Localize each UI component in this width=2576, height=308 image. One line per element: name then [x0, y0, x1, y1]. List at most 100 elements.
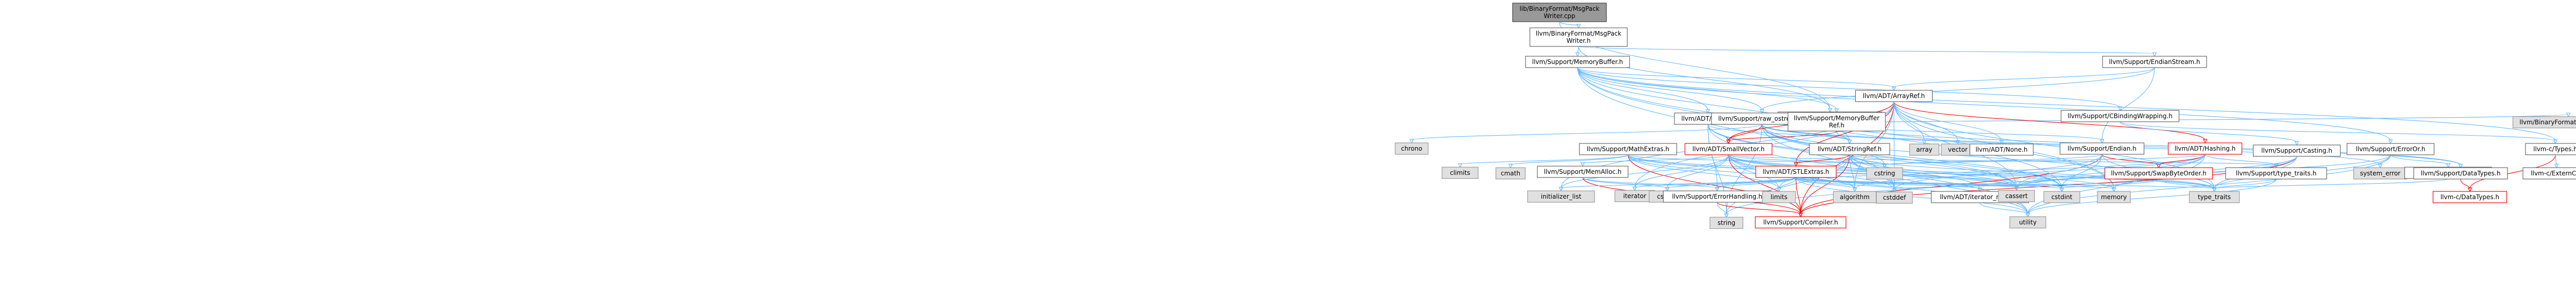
edge-arrowhead	[1705, 109, 1710, 114]
node-label: cstddef	[1883, 194, 1906, 201]
graph-node-algorithm[interactable]: algorithm	[1833, 191, 1877, 203]
edge	[1893, 101, 1960, 145]
graph-node-mathextras[interactable]: llvm/Support/MathExtras.h	[1579, 143, 1677, 155]
edge-errorhandling-to-string	[1717, 202, 1727, 215]
node-label: llvm-c/Types.h	[2533, 145, 2576, 153]
graph-node-typetraits[interactable]: type_traits	[2189, 191, 2240, 203]
edge	[1882, 154, 2206, 169]
graph-node-cassert[interactable]: cassert	[1998, 190, 2035, 202]
edge-typetraitsllvm-to-utility	[2027, 179, 2277, 215]
node-box	[2525, 143, 2576, 155]
edge-arrowhead	[1827, 108, 1833, 113]
graph-node-array[interactable]: array	[1909, 143, 1940, 156]
graph-node-typetraitsllvm[interactable]: llvm/Support/type_traits.h	[2225, 167, 2327, 180]
edge-twine-to-stringref	[1707, 124, 1850, 141]
edge-mathextras-to-cmath	[1510, 154, 1629, 166]
edge	[1795, 177, 1857, 192]
graph-node-vector[interactable]: vector	[1941, 143, 1975, 156]
edge-root-to-mpwriter	[1559, 21, 1579, 26]
edge-twine-to-cstdint	[1707, 124, 2062, 189]
graph-node-climits[interactable]: climits	[1442, 167, 1479, 179]
graph-node-iterator[interactable]: iterator	[1614, 190, 1655, 202]
graph-node-utility[interactable]: utility	[2009, 216, 2046, 229]
graph-node-cdatatypes[interactable]: llvm-c/DataTypes.h	[2432, 191, 2507, 203]
graph-node-memory[interactable]: memory	[2097, 191, 2131, 203]
edge-arrowhead	[1852, 187, 1857, 192]
edge	[1409, 124, 1762, 144]
edge-stlextras-to-initlist	[1561, 177, 1797, 189]
edge-arrowhead	[1891, 86, 1896, 91]
graph-node-arrayref[interactable]: llvm/ADT/ArrayRef.h	[1855, 90, 1933, 102]
node-label: llvm-c/ExternC.h	[2531, 170, 2576, 177]
graph-node-memalloc[interactable]: llvm/Support/MemAlloc.h	[1537, 166, 1629, 178]
edge-smallvector-to-initlist	[1561, 154, 1729, 189]
node-label: cassert	[2005, 192, 2028, 200]
graph-node-compiler[interactable]: llvm/Support/Compiler.h	[1755, 216, 1846, 229]
edge-mpwriter-to-msgpack	[1578, 46, 1831, 110]
graph-node-cextern[interactable]: llvm-c/ExternC.h	[2522, 167, 2576, 180]
node-label: algorithm	[1840, 193, 1870, 201]
graph-node-limits[interactable]: limits	[1762, 191, 1796, 203]
graph-node-stringref[interactable]: llvm/ADT/StringRef.h	[1809, 143, 1890, 155]
node-box	[2432, 191, 2507, 203]
graph-node-stlextras[interactable]: llvm/ADT/STLExtras.h	[1755, 166, 1837, 178]
graph-node-memorybuffer[interactable]: llvm/Support/MemoryBuffer.h	[1525, 56, 1630, 68]
edge-arrowhead	[2117, 106, 2123, 111]
graph-node-chrono[interactable]: chrono	[1395, 142, 1429, 155]
graph-node-systemerror[interactable]: system_error	[2353, 167, 2408, 180]
edge	[1717, 202, 1729, 218]
graph-node-cmath[interactable]: cmath	[1495, 167, 1526, 180]
graph-node-swapbyteorder[interactable]: llvm/Support/SwapByteOrder.h	[2104, 167, 2213, 180]
edge-smallvector-to-memory	[1728, 154, 2114, 189]
node-label: Writer.h	[1567, 37, 1591, 44]
graph-node-hashing[interactable]: llvm/ADT/Hashing.h	[2167, 142, 2243, 155]
edge	[2554, 154, 2559, 169]
edge-stringref-to-compiler	[1800, 154, 1850, 215]
graph-node-cstddef[interactable]: cstddef	[1876, 191, 1913, 204]
graph-node-none[interactable]: llvm/ADT/None.h	[1969, 143, 2034, 156]
edge-ctypes-to-cextern	[2555, 154, 2557, 166]
edge-arrowhead	[2274, 164, 2279, 169]
graph-node-initlist[interactable]: initializer_list	[1527, 190, 1595, 203]
edge-arrowhead	[2566, 112, 2571, 118]
edge-datatypes-to-cdatatypes	[2460, 179, 2470, 189]
node-box	[1525, 56, 1630, 68]
node-box	[1998, 190, 2035, 202]
graph-node-errorhandling[interactable]: llvm/Support/ErrorHandling.h	[1663, 190, 1772, 203]
graph-node-endian[interactable]: llvm/Support/Endian.h	[2059, 142, 2145, 155]
graph-node-cbinding[interactable]: llvm/Support/CBindingWrapping.h	[2060, 110, 2180, 122]
node-box	[2167, 142, 2243, 155]
graph-node-datatypes[interactable]: llvm/Support/DataTypes.h	[2413, 167, 2508, 180]
graph-node-string[interactable]: string	[1709, 217, 1743, 229]
node-label: llvm/ADT/SmallVector.h	[1692, 145, 1765, 153]
graph-node-smallvector[interactable]: llvm/ADT/SmallVector.h	[1684, 143, 1773, 155]
graph-node-cstring[interactable]: cstring	[1866, 167, 1903, 180]
graph-node-casting[interactable]: llvm/Support/Casting.h	[2252, 144, 2341, 157]
edge-mathextras-to-climits	[1460, 154, 1629, 165]
node-label: system_error	[2360, 170, 2401, 177]
graph-node-msgpackdef[interactable]: llvm/BinaryFormat/MsgPack.def	[2512, 116, 2576, 128]
node-label: llvm/ADT/STLExtras.h	[1762, 168, 1829, 175]
edge-stlextras-to-cstdlib	[1667, 177, 1797, 189]
edge-hashing-to-string	[1726, 154, 2206, 215]
node-label: vector	[1948, 146, 1968, 153]
edge	[1893, 101, 1927, 145]
edge-arrowhead	[1955, 140, 1960, 145]
graph-node-endianstream[interactable]: llvm/Support/EndianStream.h	[2102, 56, 2207, 68]
graph-node-rawostream[interactable]: llvm/Support/raw_ostream.h	[1711, 112, 1813, 125]
edge-arrowhead	[2467, 187, 2472, 192]
node-box	[2097, 191, 2131, 203]
edge-arrowhead	[1724, 213, 1729, 218]
edge-arrowhead	[2458, 164, 2463, 169]
node-box	[1909, 143, 1940, 156]
edge-smallvector-to-typetraits	[1728, 154, 2215, 189]
graph-node-ctypes[interactable]: llvm-c/Types.h	[2525, 143, 2576, 155]
graph-node-erroror[interactable]: llvm/Support/ErrorOr.h	[2346, 143, 2435, 155]
edge-ctypes-to-cdatatypes	[2469, 154, 2556, 189]
graph-node-cstdint[interactable]: cstdint	[2043, 191, 2080, 203]
edge	[1836, 131, 1852, 144]
edge-mathextras-to-algorithm	[1628, 154, 1855, 189]
